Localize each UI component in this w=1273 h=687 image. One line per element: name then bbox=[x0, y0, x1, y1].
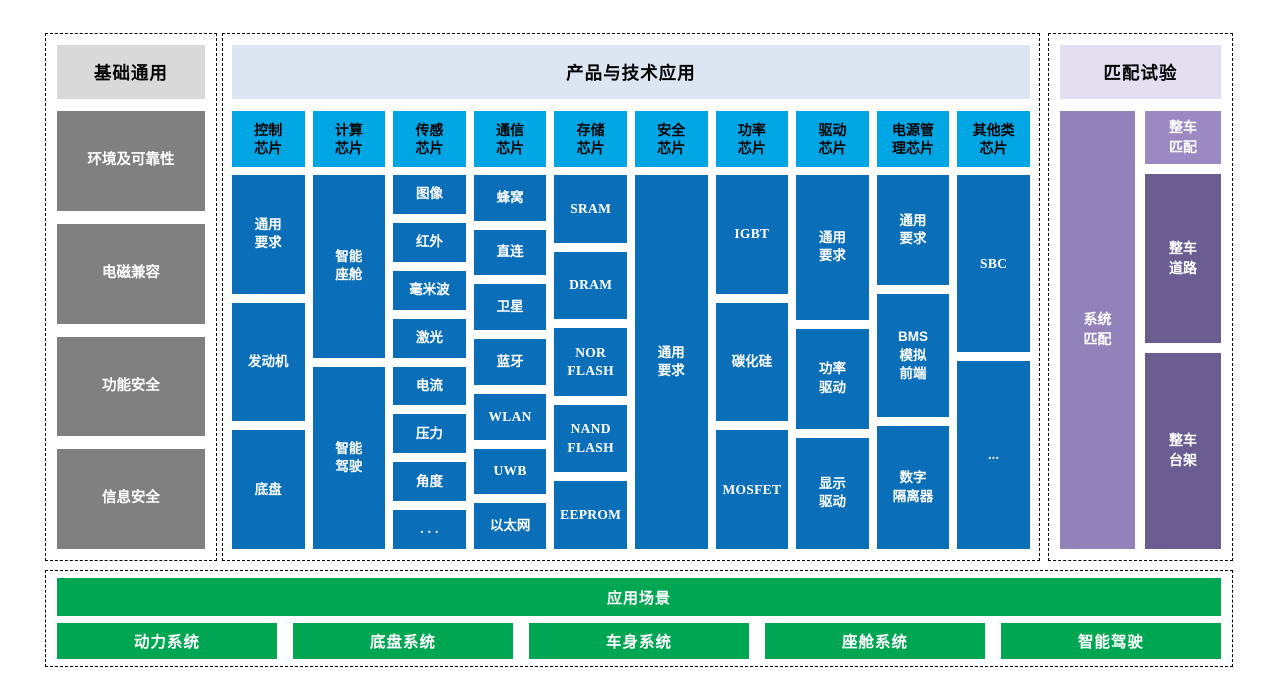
chip-column-header: 驱动 芯片 bbox=[796, 111, 869, 167]
chip-column: 安全 芯片通用 要求 bbox=[634, 111, 708, 549]
chip-column-body: 智能 座舱智能 驾驶 bbox=[312, 175, 386, 549]
basic-item: 电磁兼容 bbox=[57, 223, 205, 324]
chip-box: 显示 驱动 bbox=[796, 437, 869, 549]
chip-box: 蓝牙 bbox=[473, 339, 547, 385]
chip-column: 通信 芯片蜂窝直连卫星蓝牙 WLAN UWB 以太网 bbox=[473, 111, 547, 550]
chip-column: 计算 芯片智能 座舱智能 驾驶 bbox=[312, 111, 386, 549]
chip-column-header: 存储 芯片 bbox=[554, 111, 627, 167]
chip-box: DRAM bbox=[554, 251, 627, 320]
chip-box: 激光 bbox=[393, 318, 466, 358]
chip-box: 毫米波 bbox=[393, 270, 466, 310]
match-body: 系统 匹配 整车 匹配整车 道路整车 台架 bbox=[1060, 111, 1221, 549]
application-item: 车身系统 bbox=[529, 623, 749, 659]
chip-column-body: 通用 要求发动机底盘 bbox=[232, 175, 305, 550]
section-product-tech: 产品与技术应用 控制 芯片通用 要求发动机底盘计算 芯片智能 座舱智能 驾驶传感… bbox=[222, 33, 1040, 561]
chip-column-body: SRAM DRAM NOR FLASH NAND FLASH EEPROM bbox=[554, 175, 627, 549]
vehicle-match-box: 整车 匹配 bbox=[1145, 111, 1221, 165]
chip-box: IGBT bbox=[715, 175, 789, 294]
chip-box: 碳化硅 bbox=[715, 302, 789, 422]
chip-column-header: 功率 芯片 bbox=[715, 111, 789, 167]
application-item: 智能驾驶 bbox=[1001, 623, 1221, 659]
chip-column-header: 计算 芯片 bbox=[312, 111, 386, 167]
system-match-box: 系统 匹配 bbox=[1060, 111, 1135, 549]
chip-column: 控制 芯片通用 要求发动机底盘 bbox=[232, 111, 305, 550]
chip-column: 功率 芯片 IGBT 碳化硅 MOSFET bbox=[715, 111, 789, 550]
basic-items: 环境及可靠性电磁兼容功能安全信息安全 bbox=[57, 111, 205, 549]
chip-box: 底盘 bbox=[232, 430, 305, 550]
chip-column: 电源管 理芯片通用 要求 BMS 模拟 前端数字 隔离器 bbox=[876, 111, 950, 549]
chip-box: . . . bbox=[393, 510, 466, 549]
section-basic-general: 基础通用 环境及可靠性电磁兼容功能安全信息安全 bbox=[45, 33, 217, 561]
vehicle-boxes: 整车 匹配整车 道路整车 台架 bbox=[1145, 111, 1221, 549]
chip-box: ... bbox=[957, 361, 1030, 549]
chip-column: 驱动 芯片通用 要求功率 驱动显示 驱动 bbox=[796, 111, 869, 549]
chip-column-body: 通用 要求功率 驱动显示 驱动 bbox=[796, 175, 869, 549]
chip-column-body: 通用 要求 bbox=[634, 175, 708, 549]
chip-box: 发动机 bbox=[232, 302, 305, 422]
chip-box: NAND FLASH bbox=[554, 404, 627, 473]
chip-column-body: IGBT 碳化硅 MOSFET bbox=[715, 175, 789, 550]
chip-column: 存储 芯片 SRAM DRAM NOR FLASH NAND FLASH EEPROM bbox=[554, 111, 627, 549]
basic-item: 功能安全 bbox=[57, 336, 205, 437]
chip-box: NOR FLASH bbox=[554, 328, 627, 396]
chip-column-body: SBC... bbox=[957, 175, 1030, 549]
chip-column-header: 控制 芯片 bbox=[232, 111, 305, 167]
section-match-test: 匹配试验 系统 匹配 整车 匹配整车 道路整车 台架 bbox=[1048, 33, 1233, 561]
chip-box: 直连 bbox=[473, 229, 547, 276]
chip-box: WLAN bbox=[473, 393, 547, 440]
chip-column: 其他类 芯片 SBC... bbox=[957, 111, 1030, 549]
chip-column-body: 通用 要求 BMS 模拟 前端数字 隔离器 bbox=[876, 175, 950, 549]
basic-general-title: 基础通用 bbox=[57, 45, 205, 99]
chip-box: UWB bbox=[473, 448, 547, 495]
match-test-title: 匹配试验 bbox=[1060, 45, 1221, 99]
chip-columns: 控制 芯片通用 要求发动机底盘计算 芯片智能 座舱智能 驾驶传感 芯片图像红外毫… bbox=[232, 111, 1030, 550]
chip-column-header: 安全 芯片 bbox=[634, 111, 708, 167]
chip-box: 蜂窝 bbox=[473, 175, 547, 221]
chip-box: SRAM bbox=[554, 175, 627, 243]
application-item: 底盘系统 bbox=[293, 623, 513, 659]
chip-box: 以太网 bbox=[473, 503, 547, 550]
chip-box: 角度 bbox=[393, 462, 466, 502]
chip-box: MOSFET bbox=[715, 430, 789, 550]
application-items: 动力系统底盘系统车身系统座舱系统智能驾驶 bbox=[57, 623, 1221, 659]
basic-item: 信息安全 bbox=[57, 449, 205, 549]
chip-box: 通用 要求 bbox=[876, 175, 950, 286]
chip-box: 红外 bbox=[393, 222, 466, 262]
chip-box: SBC bbox=[957, 175, 1030, 353]
section-application: 应用场景 动力系统底盘系统车身系统座舱系统智能驾驶 bbox=[45, 570, 1233, 667]
chip-box: 压力 bbox=[393, 414, 466, 454]
chip-box: 通用 要求 bbox=[634, 175, 708, 549]
application-title: 应用场景 bbox=[57, 578, 1221, 616]
chip-box: 功率 驱动 bbox=[796, 328, 869, 429]
chip-box: 数字 隔离器 bbox=[876, 426, 950, 549]
chip-box: EEPROM bbox=[554, 481, 627, 549]
chip-box: 智能 座舱 bbox=[312, 175, 386, 358]
basic-item: 环境及可靠性 bbox=[57, 111, 205, 211]
application-item: 座舱系统 bbox=[765, 623, 985, 659]
vehicle-road-box: 整车 道路 bbox=[1145, 174, 1221, 343]
chip-column-header: 通信 芯片 bbox=[473, 111, 547, 167]
product-tech-title: 产品与技术应用 bbox=[232, 45, 1030, 99]
chip-box: 电流 bbox=[393, 366, 466, 406]
chip-column-body: 蜂窝直连卫星蓝牙 WLAN UWB 以太网 bbox=[473, 175, 547, 550]
chip-column-header: 其他类 芯片 bbox=[957, 111, 1030, 167]
application-item: 动力系统 bbox=[57, 623, 277, 659]
chip-box: BMS 模拟 前端 bbox=[876, 294, 950, 418]
chip-box: 智能 驾驶 bbox=[312, 366, 386, 549]
chip-box: 通用 要求 bbox=[796, 175, 869, 320]
vehicle-bench-box: 整车 台架 bbox=[1145, 352, 1221, 549]
chip-box: 卫星 bbox=[473, 284, 547, 331]
chip-box: 图像 bbox=[393, 175, 466, 214]
chip-column: 传感 芯片图像红外毫米波激光电流压力角度 . . . bbox=[393, 111, 466, 549]
chip-column-body: 图像红外毫米波激光电流压力角度 . . . bbox=[393, 175, 466, 549]
chip-column-header: 电源管 理芯片 bbox=[876, 111, 950, 167]
chip-column-header: 传感 芯片 bbox=[393, 111, 466, 167]
chip-box: 通用 要求 bbox=[232, 175, 305, 294]
